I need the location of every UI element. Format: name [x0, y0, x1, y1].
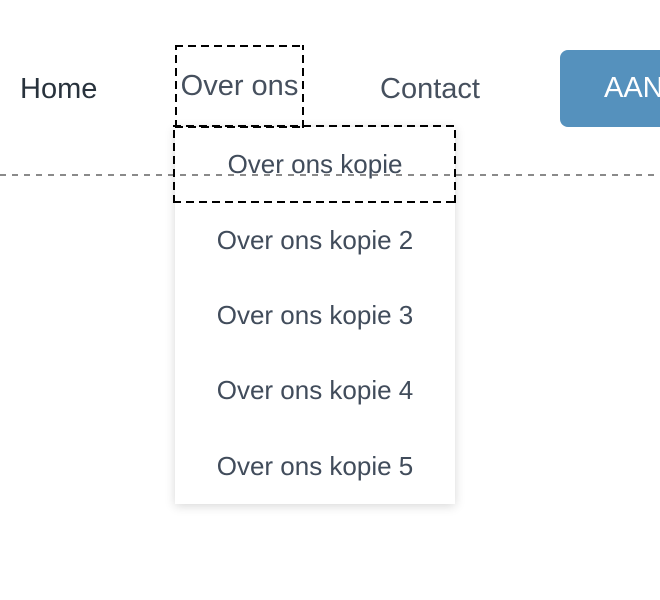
nav-item-home[interactable]: Home: [20, 73, 98, 105]
nav-item-contact[interactable]: Contact: [380, 73, 480, 105]
nav-item-over-ons[interactable]: Over ons: [180, 70, 299, 102]
drag-source-outline: Over ons: [175, 45, 304, 128]
dropdown-item-over-ons-kopie-5[interactable]: Over ons kopie 5: [175, 429, 455, 504]
dropdown-item-label: Over ons kopie 3: [216, 300, 414, 331]
dropdown-item-label: Over ons kopie 2: [216, 224, 414, 255]
cta-button[interactable]: AAN: [560, 50, 660, 127]
dropdown-item-label: Over ons kopie 4: [216, 375, 414, 406]
dropdown-item-over-ons-kopie-3[interactable]: Over ons kopie 3: [175, 278, 455, 353]
cta-button-label: AAN: [604, 72, 660, 104]
dropdown-item-over-ons-kopie-4[interactable]: Over ons kopie 4: [175, 353, 455, 428]
dropdown-item-over-ons-kopie-2[interactable]: Over ons kopie 2: [175, 202, 455, 277]
dropdown-item-label: Over ons kopie 5: [216, 450, 414, 481]
drop-target-outline: [173, 125, 456, 203]
